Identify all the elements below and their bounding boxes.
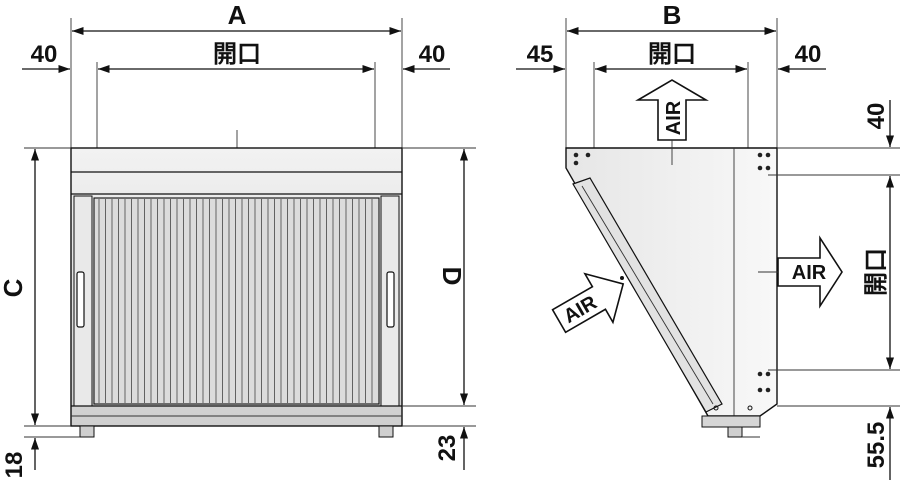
air-inlet-arrow: AIR [551,272,625,334]
label-front-18: 18 [1,452,28,479]
label-front-right-40: 40 [419,41,446,68]
label-d: D [437,267,467,286]
label-side-right-40: 40 [795,41,822,68]
label-side-bottom-55-5: 55.5 [863,422,890,469]
label-front-opening: 開口 [213,41,261,68]
left-handle [76,271,85,328]
label-side-left-45: 45 [527,41,554,68]
label-a: A [228,0,247,30]
label-side-opening: 開口 [648,41,696,68]
side-foot [727,426,743,438]
label-front-23: 23 [434,435,461,462]
label-front-left-40: 40 [31,41,58,68]
air-right-arrow: AIR [777,235,843,309]
side-view: B 45 開口 40 AIR [516,0,900,480]
front-foot-left [79,425,95,438]
label-side-top-40: 40 [863,103,890,130]
grease-filter [93,197,380,405]
svg-text:AIR: AIR [792,262,827,284]
label-side-opening-vertical: 開口 [863,248,890,296]
front-foot-right [378,425,394,438]
svg-text:AIR: AIR [663,100,685,135]
label-c: C [0,278,28,297]
air-up-arrow: AIR [635,79,709,141]
label-b: B [663,0,682,30]
right-handle [386,271,395,328]
front-view: A 40 開口 40 C [0,0,476,478]
